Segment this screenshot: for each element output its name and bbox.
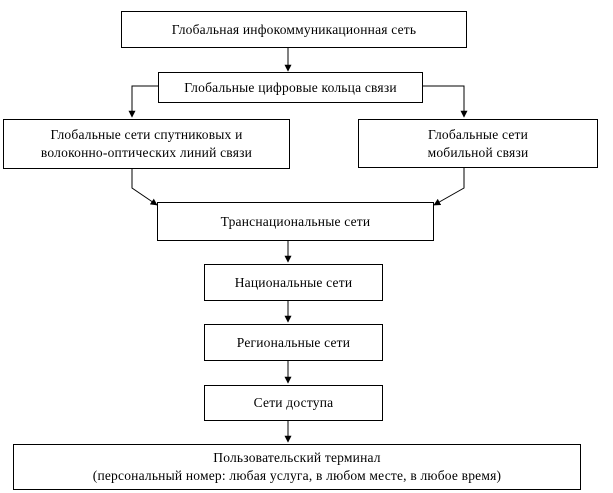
node-global-rings: Глобальные цифровые кольца связи xyxy=(158,72,423,103)
node-regional-text: Региональные сети xyxy=(236,334,351,350)
node-access-text: Сети доступа xyxy=(253,395,334,410)
node-global-network-text: Глобальная инфокоммуникационная сеть xyxy=(171,21,417,37)
arrow-rings-to-mobile xyxy=(423,85,468,118)
node-national-text: Национальные сети xyxy=(234,274,353,290)
node-global-rings-text: Глобальные цифровые кольца связи xyxy=(184,79,397,95)
node-regional: Региональные сети xyxy=(204,324,383,361)
node-mobile-line2: мобильной связи xyxy=(427,144,529,160)
node-terminal-line2: (персональный номер: любая услуга, в люб… xyxy=(92,468,502,483)
arrow-satellite-to-transnational xyxy=(131,168,158,206)
node-mobile: Глобальные сети мобильной связи xyxy=(358,119,598,168)
node-access: Сети доступа xyxy=(204,385,383,421)
node-transnational-text: Транснациональные сети xyxy=(220,213,371,229)
node-mobile-line1: Глобальные сети xyxy=(427,126,529,142)
node-global-network: Глобальная инфокоммуникационная сеть xyxy=(121,11,467,48)
arrow-mobile-to-transnational xyxy=(433,167,465,206)
node-satellite-fiber-line2: волоконно-оптических линий связи xyxy=(40,145,253,160)
node-terminal-line1: Пользовательский терминал xyxy=(213,450,381,465)
node-terminal: Пользовательский терминал (персональный … xyxy=(13,444,581,490)
node-satellite-fiber-line1: Глобальные сети спутниковых и xyxy=(50,127,243,142)
node-national: Национальные сети xyxy=(204,264,383,301)
node-transnational: Транснациональные сети xyxy=(157,202,434,241)
node-satellite-fiber: Глобальные сети спутниковых и волоконно-… xyxy=(3,119,290,169)
arrow-rings-to-satellite xyxy=(128,85,158,118)
